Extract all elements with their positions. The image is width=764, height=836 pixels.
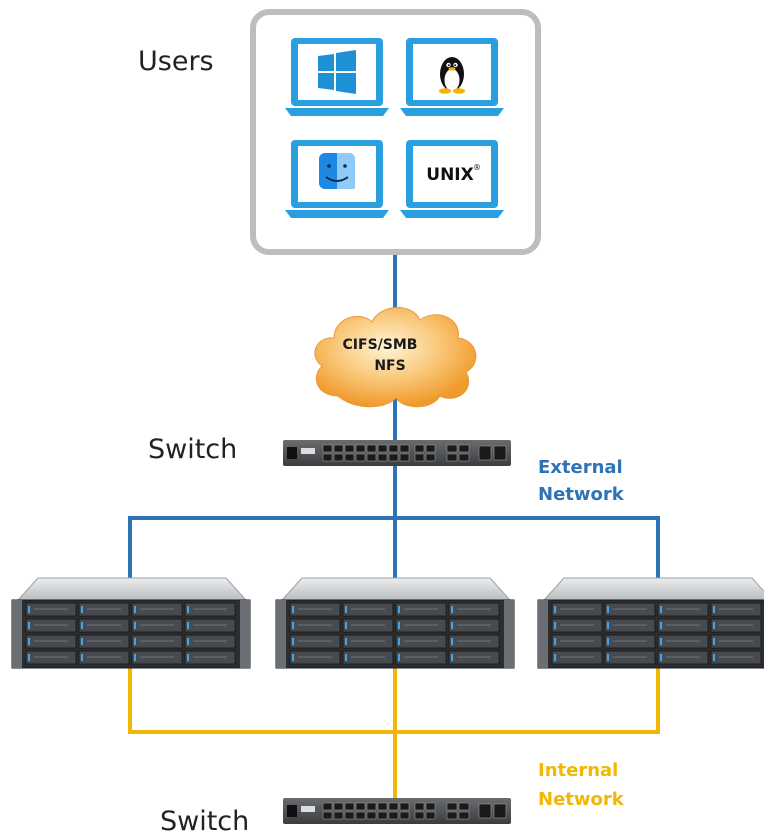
cloud-protocol-cifs: CIFS/SMB [343,337,418,353]
external-network-label-line1: External [538,457,623,478]
switch-internal [283,798,511,824]
linux-tux-icon [439,57,465,94]
storage-server-center [275,577,515,669]
storage-server-right [537,577,764,669]
switch-label-bottom: Switch [160,806,249,836]
switch-external [283,440,511,466]
internal-network-label-line2: Network [538,789,625,810]
laptop-mac [285,140,389,218]
svg-text:UNIX: UNIX [426,165,473,185]
unix-logo-icon: UNIX ® [426,163,481,185]
external-network-lines [128,255,660,580]
storage-server-left [11,577,251,669]
external-network-label-line2: Network [538,484,625,505]
laptop-unix: UNIX ® [400,140,504,218]
switch-label-top: Switch [148,434,237,465]
protocol-cloud: CIFS/SMB NFS [314,307,477,408]
laptop-windows [285,38,389,116]
svg-text:®: ® [473,163,481,172]
cloud-protocol-nfs: NFS [374,358,405,374]
laptop-linux [400,38,504,116]
mac-finder-icon [319,153,355,189]
internal-network-label-line1: Internal [538,760,618,781]
windows-icon [318,50,356,94]
users-label: Users [138,46,214,77]
storage-servers [11,577,764,669]
internal-network-lines [128,668,660,800]
